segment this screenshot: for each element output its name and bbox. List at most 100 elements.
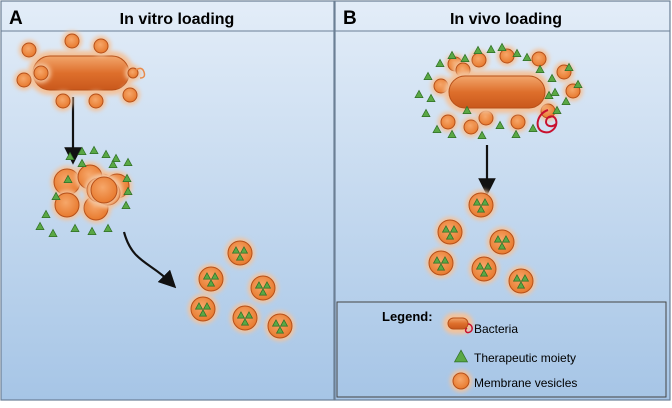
panel-a-title: In vitro loading xyxy=(120,11,235,28)
moiety-b-loaded xyxy=(497,242,507,250)
moiety-a-loaded xyxy=(240,318,250,326)
moiety-a-free xyxy=(77,146,87,155)
legend-label-moiety: Therapeutic moiety xyxy=(474,351,576,365)
moiety-a-loaded xyxy=(235,253,245,261)
legend-title: Legend: xyxy=(382,309,433,324)
bacterium-b xyxy=(444,71,550,113)
moiety-b-free xyxy=(447,50,457,59)
vesicle-b-loaded xyxy=(469,254,499,284)
moiety-a-free xyxy=(48,228,58,237)
legend-box xyxy=(336,301,667,398)
moiety-b-free xyxy=(497,42,507,51)
moiety-b-free xyxy=(512,48,522,57)
vesicle-a-loaded xyxy=(225,238,255,268)
moiety-b-free xyxy=(564,62,574,71)
vesicle-body xyxy=(198,266,224,292)
diagram-shapes xyxy=(14,31,583,392)
vesicle-body xyxy=(232,305,258,331)
moiety-a-loaded xyxy=(258,288,268,296)
vesicle-b-budding xyxy=(554,62,574,82)
panel-b xyxy=(334,0,671,401)
vesicle-a-loaded xyxy=(230,303,260,333)
vesicle-body xyxy=(478,110,494,126)
moiety-a-loaded xyxy=(231,246,241,254)
moiety-a-loaded xyxy=(202,272,212,280)
moiety-a-loaded xyxy=(236,311,246,319)
moiety-b-loaded xyxy=(432,256,442,264)
vesicle-a-budding xyxy=(14,70,34,90)
moiety-b-loaded xyxy=(476,205,486,213)
vesicle-body xyxy=(64,33,80,49)
panel-a-letter: A xyxy=(9,8,23,29)
vesicle-b-loaded xyxy=(487,227,517,257)
moiety-b-free xyxy=(522,52,532,61)
moiety-b-loaded xyxy=(493,235,503,243)
legend-label-vesicle: Membrane vesicles xyxy=(474,376,577,390)
bacterium-a xyxy=(28,51,134,95)
vesicle-b-budding xyxy=(529,49,549,69)
moiety-a-free xyxy=(89,145,99,154)
vesicle-b-budding xyxy=(497,46,517,66)
moiety-a-loaded xyxy=(198,309,208,317)
moiety-a-loaded xyxy=(271,319,281,327)
moiety-b-free xyxy=(511,129,521,138)
legend-icon-bacteria-pilus xyxy=(464,323,473,334)
moiety-a-free xyxy=(123,186,133,195)
moiety-b-free xyxy=(550,87,560,96)
moiety-b-loaded xyxy=(449,225,459,233)
moiety-a-loaded xyxy=(262,281,272,289)
vesicle-a-cluster-front xyxy=(88,174,120,206)
vesicle-body xyxy=(440,114,456,130)
moiety-b-free xyxy=(495,120,505,129)
moiety-b-loaded xyxy=(512,274,522,282)
vesicle-a-budding xyxy=(19,40,39,60)
moiety-b-loaded xyxy=(501,235,511,243)
vesicle-body xyxy=(489,229,515,255)
moiety-a-loaded xyxy=(254,281,264,289)
moiety-a-free xyxy=(77,158,87,167)
moiety-b-free xyxy=(473,45,483,54)
moiety-b-free xyxy=(435,58,445,67)
moiety-a-free xyxy=(121,200,131,209)
vesicle-body xyxy=(33,65,49,81)
panel-b-letter: B xyxy=(343,8,357,29)
moiety-b-free xyxy=(460,53,470,62)
moiety-a-free xyxy=(108,159,118,168)
moiety-a-loaded xyxy=(239,246,249,254)
vesicle-body xyxy=(531,51,547,67)
vesicle-a-loaded xyxy=(196,264,226,294)
vesicle-b-loaded xyxy=(435,217,465,247)
moiety-a-free xyxy=(87,226,97,235)
moiety-b-free xyxy=(421,108,431,117)
legend-label-bacteria: Bacteria xyxy=(474,322,518,336)
moiety-b-loaded xyxy=(472,198,482,206)
vesicle-body xyxy=(468,192,494,218)
vesicle-a-budding xyxy=(53,91,73,111)
vesicle-b-loaded xyxy=(426,248,456,278)
vesicle-a-budding xyxy=(120,85,140,105)
moiety-b-free xyxy=(423,71,433,80)
moiety-a-loaded xyxy=(244,311,254,319)
moiety-a-free xyxy=(51,191,61,200)
vesicle-body xyxy=(463,119,479,135)
moiety-a-free xyxy=(63,174,73,183)
vesicle-body xyxy=(428,250,454,276)
vesicle-body xyxy=(90,176,118,204)
vesicle-body xyxy=(508,268,534,294)
vesicle-body xyxy=(499,48,515,64)
moiety-b-free xyxy=(528,123,538,132)
moiety-b-free xyxy=(535,64,545,73)
vesicle-a-budding xyxy=(62,31,82,51)
legend-icon-moiety xyxy=(453,349,469,363)
legend-icon-vesicle xyxy=(450,370,472,392)
vesicle-body xyxy=(122,87,138,103)
moiety-b-loaded xyxy=(520,274,530,282)
vesicle-body xyxy=(127,67,139,79)
vesicle-body xyxy=(16,72,32,88)
bacterium-body xyxy=(448,75,546,109)
vesicle-body xyxy=(88,93,104,109)
vesicle-body xyxy=(471,52,487,68)
vesicle-body xyxy=(227,240,253,266)
